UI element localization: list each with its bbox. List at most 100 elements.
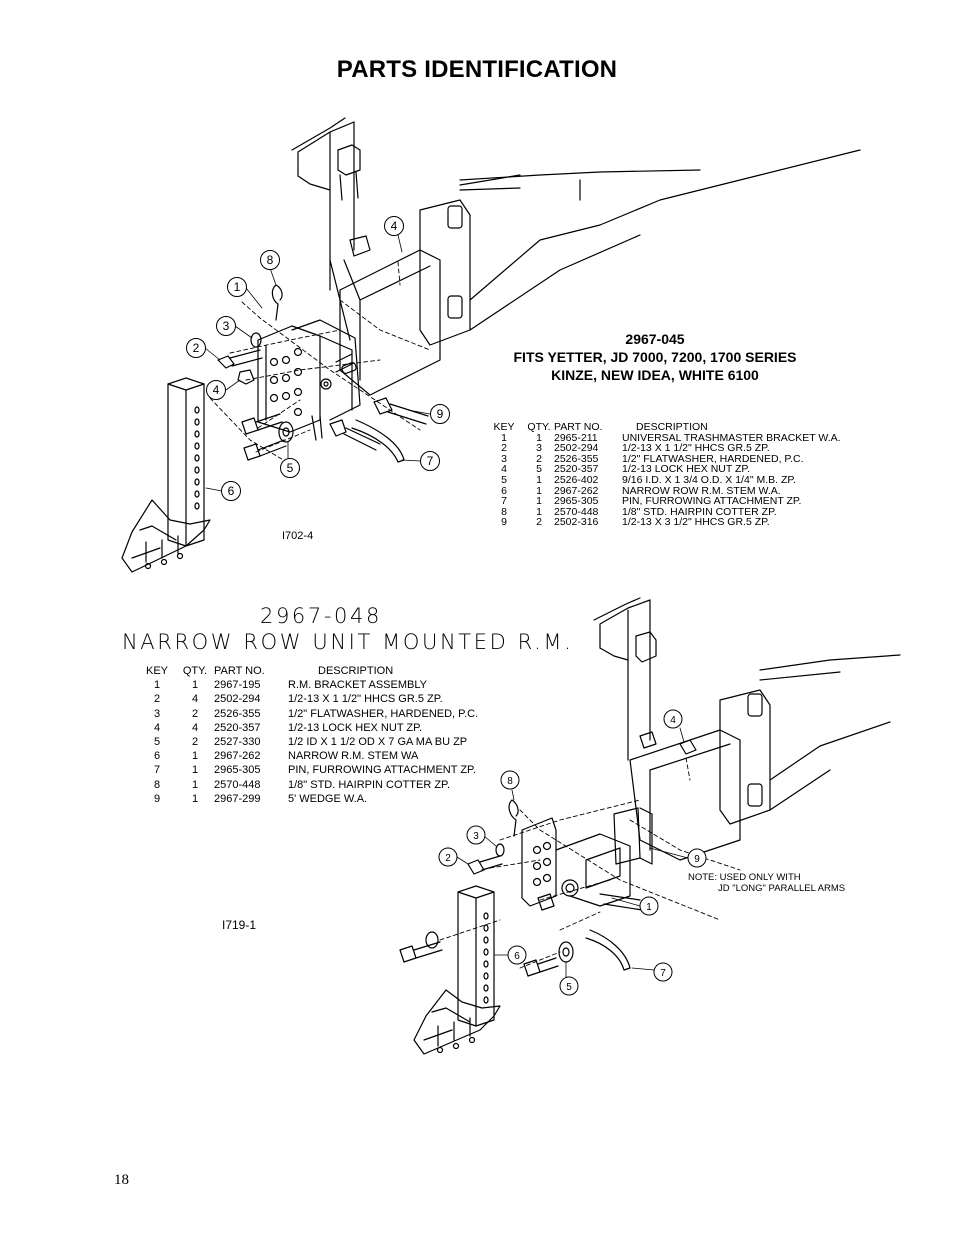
qty-cell: 1 bbox=[536, 473, 542, 486]
description-cell: 1/2 ID X 1 1/2 OD X 7 GA MA BU ZP bbox=[288, 736, 468, 749]
page-number: 18 bbox=[114, 1172, 129, 1188]
qty-cell: 2 bbox=[536, 516, 542, 529]
key-cell: 1 bbox=[153, 679, 161, 692]
description-cell: 1/2-13 X 1 1/2" HHCS GR.5 ZP. bbox=[622, 442, 770, 455]
part-number-cell: 2502-294 bbox=[554, 442, 599, 455]
callout-4-top: 4 bbox=[391, 219, 398, 233]
callout-1: 1 bbox=[646, 902, 652, 913]
table-row: 4 5 2520-357 1/2-13 LOCK HEX NUT ZP. bbox=[484, 464, 841, 475]
description-cell: 1/8" STD. HAIRPIN COTTER ZP. bbox=[622, 505, 777, 518]
key-cell: 4 bbox=[501, 463, 507, 476]
figure1-fits-line2: KINZE, NEW IDEA, WHITE 6100 bbox=[551, 367, 759, 383]
part-number-cell: 2965-211 bbox=[554, 431, 598, 444]
figure1-drawing: 1 2 3 4 4 5 6 7 8 9 bbox=[121, 117, 861, 573]
description-cell: PIN, FURROWING ATTACHMENT ZP. bbox=[622, 495, 802, 508]
qty-cell: 2 bbox=[536, 452, 542, 465]
table-row: 9 2 2502-316 1/2-13 X 3 1/2" HHCS GR.5 ZP. bbox=[484, 517, 841, 528]
part-number-cell: 2526-355 bbox=[554, 452, 599, 465]
part-number-cell: 2965-305 bbox=[554, 495, 599, 508]
table-header-row: KEY QTY. PART NO. DESCRIPTION bbox=[484, 422, 841, 433]
part-number-cell: 2520-357 bbox=[214, 721, 261, 734]
part-number-cell: 2965-305 bbox=[214, 764, 261, 777]
figure1-caption: 2967-045 FITS YETTER, JD 7000, 7200, 170… bbox=[470, 330, 840, 384]
page-title: PARTS IDENTIFICATION bbox=[336, 56, 618, 83]
key-cell: 2 bbox=[501, 442, 507, 455]
callout-5: 5 bbox=[566, 982, 572, 993]
part-number-cell: 2502-294 bbox=[214, 693, 261, 706]
key-cell: 6 bbox=[501, 484, 507, 497]
callout-3: 3 bbox=[223, 319, 230, 333]
qty-cell: 1 bbox=[536, 484, 542, 497]
callout-2: 2 bbox=[445, 853, 451, 864]
part-number-cell: 2520-357 bbox=[554, 463, 599, 476]
figure2-title: NARROW ROW UNIT MOUNTED R.M. bbox=[122, 630, 574, 654]
description-cell: 1/2-13 X 3 1/2" HHCS GR.5 ZP. bbox=[622, 516, 770, 529]
qty-cell: 2 bbox=[191, 736, 199, 749]
key-cell: 7 bbox=[501, 495, 507, 508]
callout-4: 4 bbox=[213, 383, 220, 397]
header-desc: DESCRIPTION bbox=[318, 665, 394, 677]
description-cell: 1/2-13 LOCK HEX NUT ZP. bbox=[288, 721, 423, 734]
qty-cell: 2 bbox=[191, 707, 199, 720]
callout-1: 1 bbox=[234, 280, 241, 294]
qty-cell: 1 bbox=[191, 679, 199, 692]
description-cell: R.M. BRACKET ASSEMBLY bbox=[288, 679, 427, 692]
part-number-cell: 2967-262 bbox=[214, 750, 261, 763]
description-cell: 1/2-13 X 1 1/2" HHCS GR.5 ZP. bbox=[288, 693, 443, 706]
header-part: PART NO. bbox=[554, 421, 603, 433]
description-cell: 1/2-13 LOCK HEX NUT ZP. bbox=[622, 463, 750, 476]
key-cell: 8 bbox=[153, 778, 161, 791]
callout-8: 8 bbox=[507, 776, 513, 787]
part-number-cell: 2570-448 bbox=[214, 778, 261, 791]
figure2-note: NOTE: USED ONLY WITH JD "LONG" PARALLEL … bbox=[688, 872, 845, 894]
part-number-cell: 2967-262 bbox=[554, 484, 599, 497]
callout-2: 2 bbox=[193, 341, 200, 355]
callout-6: 6 bbox=[514, 951, 520, 962]
callout-9: 9 bbox=[694, 854, 700, 865]
qty-cell: 1 bbox=[191, 792, 199, 805]
description-cell: 1/8" STD. HAIRPIN COTTER ZP. bbox=[288, 778, 451, 791]
callout-8: 8 bbox=[267, 253, 274, 267]
key-cell: 1 bbox=[501, 431, 507, 444]
description-cell: 9/16 I.D. X 1 3/4 O.D. X 1/4" M.B. ZP. bbox=[622, 473, 796, 486]
figure2-drawing: 1 2 3 4 5 6 7 8 9 bbox=[399, 597, 901, 1055]
figure2-part-number: 2967-048 bbox=[260, 604, 382, 628]
key-cell: 8 bbox=[501, 505, 507, 518]
key-cell: 9 bbox=[153, 792, 161, 805]
table-row: 6 1 2967-262 NARROW ROW R.M. STEM W.A. bbox=[484, 484, 841, 497]
qty-cell: 1 bbox=[191, 750, 199, 763]
key-cell: 9 bbox=[501, 516, 507, 529]
key-cell: 7 bbox=[153, 764, 161, 777]
part-number-cell: 2502-316 bbox=[554, 516, 599, 529]
qty-cell: 5 bbox=[536, 463, 542, 476]
description-cell: UNIVERSAL TRASHMASTER BRACKET W.A. bbox=[622, 431, 841, 444]
header-qty: QTY. bbox=[527, 421, 551, 433]
part-number-cell: 2526-402 bbox=[554, 473, 599, 486]
figure1-part-number: 2967-045 bbox=[625, 331, 685, 347]
description-cell: 1/2" FLATWASHER, HARDENED, P.C. bbox=[622, 452, 804, 465]
description-cell: PIN, FURROWING ATTACHMENT ZP. bbox=[288, 764, 477, 777]
note-line1: NOTE: USED ONLY WITH bbox=[688, 872, 801, 883]
header-desc: DESCRIPTION bbox=[636, 421, 708, 433]
callout-9: 9 bbox=[437, 407, 444, 421]
description-cell: NARROW R.M. STEM WA bbox=[288, 750, 419, 763]
part-number-cell: 2527-330 bbox=[214, 736, 261, 749]
description-cell: NARROW ROW R.M. STEM W.A. bbox=[622, 484, 781, 497]
qty-cell: 1 bbox=[536, 495, 542, 508]
key-cell: 2 bbox=[153, 693, 161, 706]
part-number-cell: 2570-448 bbox=[554, 505, 599, 518]
callout-7: 7 bbox=[660, 968, 666, 979]
figure1-drawing-code: I702-4 bbox=[282, 530, 314, 542]
